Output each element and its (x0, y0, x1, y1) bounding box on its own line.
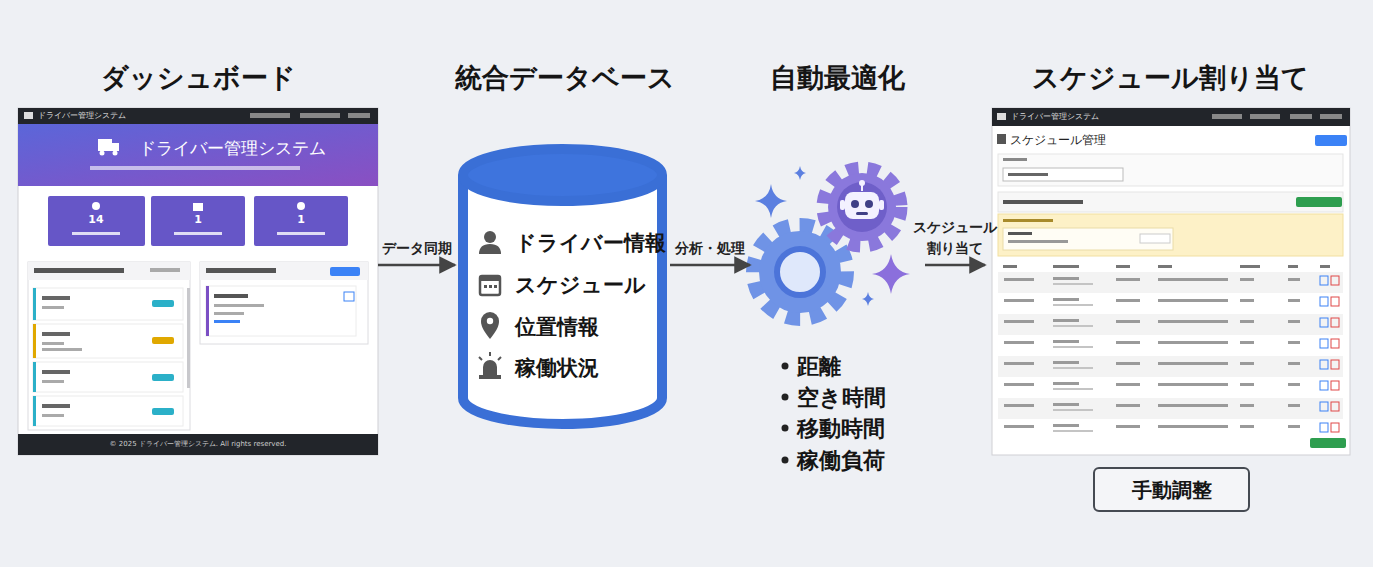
item-text: ドライバー情報 (515, 231, 666, 256)
item-icons (479, 231, 501, 379)
column-heading: ダッシュボード (18, 62, 378, 94)
cylinder-body (463, 175, 662, 424)
item-text: 移動時間 (797, 416, 885, 442)
item-text: 位置情報 (515, 315, 599, 340)
column-heading: 自動最適化 (750, 62, 925, 94)
cylinder-top (463, 149, 662, 201)
screenshot-text: スケジュール管理 (1010, 133, 1106, 147)
optimization-gears (754, 166, 910, 318)
column-heading: 統合データベース (455, 62, 670, 94)
item-text: 距離 (797, 354, 841, 380)
bullet-dots (782, 363, 789, 464)
screenshot-text: ドライバー管理システム (38, 111, 126, 121)
flow-arrow (925, 264, 985, 267)
optimizer-group: 自動最適化距離空き時間移動時間稼働負荷 (750, 55, 925, 475)
screenshot-text: ドライバー管理システム (139, 138, 326, 158)
database-cylinder: 統合データベースドライバー情報スケジュール位置情報稼働状況 (455, 55, 670, 420)
dashboard-screenshot (18, 108, 378, 455)
box-label: 手動調整 (1095, 478, 1248, 502)
screenshot-text: 14 (88, 213, 103, 226)
screenshot-text: ドライバー管理システム (1011, 112, 1099, 122)
edge-label: 分析・処理 (675, 238, 745, 259)
schedule-screenshot (992, 108, 1350, 455)
item-text: スケジュール (515, 273, 646, 298)
screenshot-text: 1 (297, 213, 305, 226)
edge-label: スケジュール 割り当て (909, 217, 1001, 259)
item-text: 稼働負荷 (797, 448, 885, 474)
item-text: 空き時間 (797, 385, 886, 411)
edge-label: データ同期 (382, 238, 452, 259)
flow-arrow (670, 264, 750, 267)
screenshot-text: 1 (194, 213, 202, 226)
screenshot-text: © 2025 ドライバー管理システム. All rights reserved. (110, 440, 287, 448)
item-text: 稼働状況 (515, 356, 599, 381)
flow-arrow (378, 264, 455, 267)
column-heading: スケジュール割り当て (985, 62, 1355, 94)
manual-adjust-box: 手動調整 (1093, 467, 1250, 512)
